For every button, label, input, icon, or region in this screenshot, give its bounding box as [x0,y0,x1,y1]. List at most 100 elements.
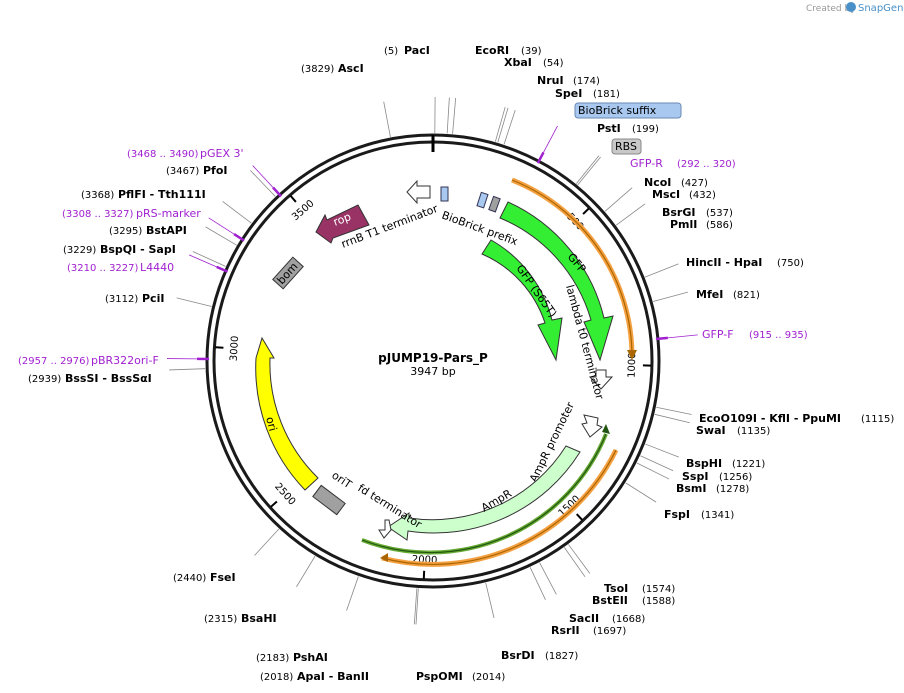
enzyme-label[interactable]: BstEII (1588) [592,594,675,607]
tick-label: 3500 [290,198,316,223]
svg-text:(54): (54) [543,58,564,69]
enzyme-label[interactable]: (5) PacI [384,44,430,57]
enzyme-cut-line [645,443,680,458]
svg-text:(3308 .. 3327): (3308 .. 3327) [62,209,134,220]
enzyme-label[interactable]: (3112) PciI [105,292,164,305]
primer-label[interactable]: (3308 .. 3327) pRS-marker [62,207,201,220]
svg-text:ori: ori [263,415,279,432]
enzyme-labels: (5) PacI EcoRI (39) XbaI (54) NruI (174)… [28,44,894,683]
enzyme-label[interactable]: (3229) BspQI - SapI [63,243,176,256]
svg-text:ApaI - BanII: ApaI - BanII [297,670,369,683]
svg-text:(915 .. 935): (915 .. 935) [749,330,808,341]
primer-marks [167,125,698,361]
enzyme-label[interactable]: PspOMI (2014) [416,670,505,683]
credit-brand: SnapGene [858,3,904,14]
primer-label[interactable]: GFP-F (915 .. 935) [702,328,808,341]
svg-text:SspI: SspI [682,470,708,483]
enzyme-label[interactable]: HincII - HpaI (750) [686,256,804,269]
enzyme-label[interactable]: BsmI (1278) [676,482,749,495]
enzyme-cut-line [644,263,679,278]
svg-text:(2957 .. 2976): (2957 .. 2976) [18,356,90,367]
enzyme-label[interactable]: BspHI (1221) [686,457,765,470]
primer-label[interactable]: GFP-R (292 .. 320) [630,157,736,170]
svg-text:EcoO109I - KflI - PpuMI: EcoO109I - KflI - PpuMI [699,412,841,425]
svg-text:PfoI: PfoI [203,164,228,177]
enzyme-cut-line [568,544,591,574]
enzyme-label[interactable]: MscI (432) [652,188,716,201]
enzyme-cut-line [529,567,546,601]
svg-text:(586): (586) [706,220,733,231]
enzyme-cut-line [296,555,316,588]
primer-label[interactable]: (3210 .. 3227) L4440 [67,261,174,274]
enzyme-label[interactable]: (2440) FseI [173,571,236,584]
enzyme-label[interactable]: NcoI (427) [644,176,708,189]
svg-text:(1697): (1697) [593,626,626,637]
enzyme-label[interactable]: TsoI (1574) [604,582,675,595]
enzyme-label[interactable]: PmlI (586) [670,218,733,231]
enzyme-label[interactable]: FspI (1341) [664,508,734,521]
enzyme-label[interactable]: MfeI (821) [696,288,760,301]
svg-text:FseI: FseI [210,571,236,584]
svg-text:(2440): (2440) [173,573,206,584]
biobrick-suffix-label[interactable]: BioBrick suffix [574,102,682,119]
enzyme-label[interactable]: BsrDI (1827) [501,649,578,662]
orit[interactable]: oriT [312,469,354,516]
enzyme-cut-line [413,588,418,625]
svg-text:L4440: L4440 [140,261,174,274]
enzyme-label[interactable]: PstI (199) [597,122,659,135]
svg-text:(1115): (1115) [861,414,894,425]
svg-text:(1588): (1588) [642,596,675,607]
svg-text:(427): (427) [681,178,708,189]
enzyme-label[interactable]: (2315) BsaHI [204,612,277,625]
svg-text:pBR322ori-F: pBR322ori-F [91,354,159,367]
svg-text:(174): (174) [573,76,600,87]
svg-text:BioBrick suffix: BioBrick suffix [578,104,657,117]
svg-text:BssSI - BssSαI: BssSI - BssSαI [65,372,152,385]
enzyme-label[interactable]: EcoRI (39) [475,44,542,57]
enzyme-cut-line [169,368,206,371]
snapgene-logo-icon [846,2,856,12]
enzyme-label[interactable]: BsrGI (537) [662,206,733,219]
enzyme-cut-line [497,107,509,143]
enzyme-label[interactable]: XbaI (54) [504,56,564,69]
enzyme-cut-line [446,97,450,134]
svg-text:MfeI: MfeI [696,288,723,301]
enzyme-label[interactable]: NruI (174) [537,74,600,87]
enzyme-label[interactable]: (2939) BssSI - BssSαI [28,372,152,385]
enzyme-label[interactable]: (3295) BstAPI [109,224,187,237]
rop-arrow[interactable]: rop [315,204,370,244]
enzyme-label[interactable]: RsrII (1697) [551,624,626,637]
enzyme-cut-line [615,203,646,226]
enzyme-label[interactable]: (2018) ApaI - BanII [260,670,369,683]
svg-text:(3295): (3295) [109,226,142,237]
primer-label[interactable]: (3468 .. 3490) pGEX 3' [127,147,244,160]
tick-mark [289,195,297,203]
primer-leader [252,165,274,188]
credit: Created by SnapGene [806,2,904,14]
gfp-s65t-arrow[interactable]: GFP (S65T) [481,239,563,362]
svg-text:(3229): (3229) [63,245,96,256]
svg-text:(2018): (2018) [260,672,293,683]
enzyme-label[interactable]: SspI (1256) [682,470,752,483]
primer-mark [272,186,283,198]
svg-text:RBS: RBS [615,140,637,153]
enzyme-label[interactable]: (3829) AscI [301,62,364,75]
enzyme-cut-line [383,101,391,138]
rbs-label[interactable]: RBS [611,138,642,155]
svg-text:(1278): (1278) [716,484,749,495]
svg-text:(39): (39) [521,46,542,57]
svg-text:BstEII: BstEII [592,594,628,607]
bom-box[interactable]: bom [272,256,304,290]
primer-label[interactable]: (2957 .. 2976) pBR322ori-F [18,354,159,367]
enzyme-label[interactable]: SacII (1668) [569,612,645,625]
enzyme-label[interactable]: (3368) PflFI - Tth111I [81,188,206,201]
enzyme-label[interactable]: SwaI (1135) [696,424,770,437]
svg-text:GFP-F: GFP-F [702,328,734,341]
enzyme-cut-line [415,588,419,625]
ori-arrow[interactable]: ori [255,336,319,491]
enzyme-label[interactable]: SpeI (181) [555,87,620,100]
enzyme-label[interactable]: (2183) PshAI [256,651,328,664]
plasmid-size: 3947 bp [410,365,455,378]
enzyme-label[interactable]: EcoO109I - KflI - PpuMI (1115) [699,412,894,425]
enzyme-label[interactable]: (3467) PfoI [166,164,228,177]
